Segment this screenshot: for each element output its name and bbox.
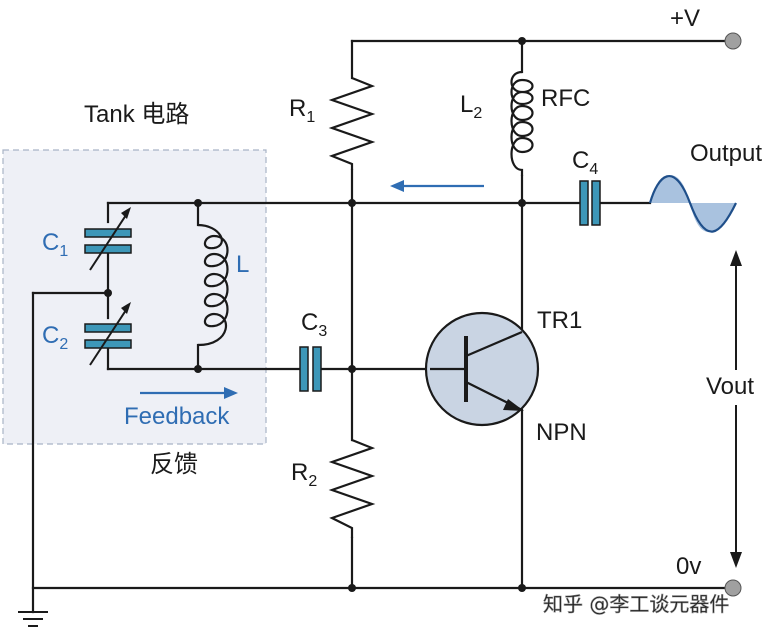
c2-subscript: 2 [59, 336, 68, 353]
c4-label: C4 [572, 147, 598, 178]
vout-label: Vout [706, 373, 754, 400]
ground-terminal [724, 579, 742, 597]
signal-arrow [390, 180, 484, 192]
c1-subscript: 1 [59, 243, 68, 260]
c3-letter: C [301, 309, 318, 336]
junction-dot [348, 584, 356, 592]
c4-subscript: 4 [589, 161, 598, 178]
r1-label: R1 [289, 95, 315, 126]
r1-subscript: 1 [306, 109, 315, 126]
r2-letter: R [291, 459, 308, 486]
l2-letter: L [460, 91, 473, 118]
junction-dot [348, 365, 356, 373]
r2-subscript: 2 [308, 473, 317, 490]
wires [31, 39, 735, 614]
ground-label: 0v [676, 553, 701, 580]
vout-arrow [730, 250, 742, 568]
feedback-en-label: Feedback [124, 403, 230, 430]
junction-dot [348, 199, 356, 207]
junction-dot [518, 199, 526, 207]
output-sine-wave [648, 175, 737, 233]
junction-dot [518, 584, 526, 592]
tr1-label: TR1 [537, 307, 582, 334]
junction-dot [518, 37, 526, 45]
c3-subscript: 3 [318, 323, 327, 340]
tank-title: Tank 电路 [84, 101, 189, 128]
c2-letter: C [42, 322, 59, 349]
inductor-l [197, 223, 229, 347]
feedback-arrow [140, 387, 238, 399]
l2-label: L2 [460, 91, 482, 122]
rfc-label: RFC [541, 85, 590, 112]
supply-label: +V [670, 5, 700, 32]
npn-label: NPN [536, 419, 587, 446]
c4-letter: C [572, 147, 589, 174]
junction-dot [194, 199, 202, 207]
junction-dots [104, 37, 526, 592]
c1-label: C1 [42, 229, 68, 260]
c3-label: C3 [301, 309, 327, 340]
c2-label: C2 [42, 322, 68, 353]
supply-terminal [724, 32, 742, 50]
watermark: 知乎 @李工谈元器件 [543, 592, 729, 616]
capacitor-c1 [84, 207, 132, 271]
capacitor-c3 [299, 346, 322, 392]
resistor-r1 [328, 76, 376, 170]
ground-symbol [18, 611, 48, 627]
junction-dot [104, 289, 112, 297]
r2-label: R2 [291, 459, 317, 490]
r1-letter: R [289, 95, 306, 122]
output-label: Output [690, 140, 762, 167]
inductor-l-label: L [236, 251, 249, 278]
inductor-rfc [510, 70, 534, 176]
transistor-tr1 [424, 311, 540, 427]
l2-subscript: 2 [473, 105, 482, 122]
capacitor-c4 [579, 180, 601, 226]
feedback-cn-label: 反馈 [150, 450, 198, 478]
c1-letter: C [42, 229, 59, 256]
resistor-r2 [328, 438, 376, 538]
capacitor-c2 [84, 302, 132, 366]
junction-dot [194, 365, 202, 373]
